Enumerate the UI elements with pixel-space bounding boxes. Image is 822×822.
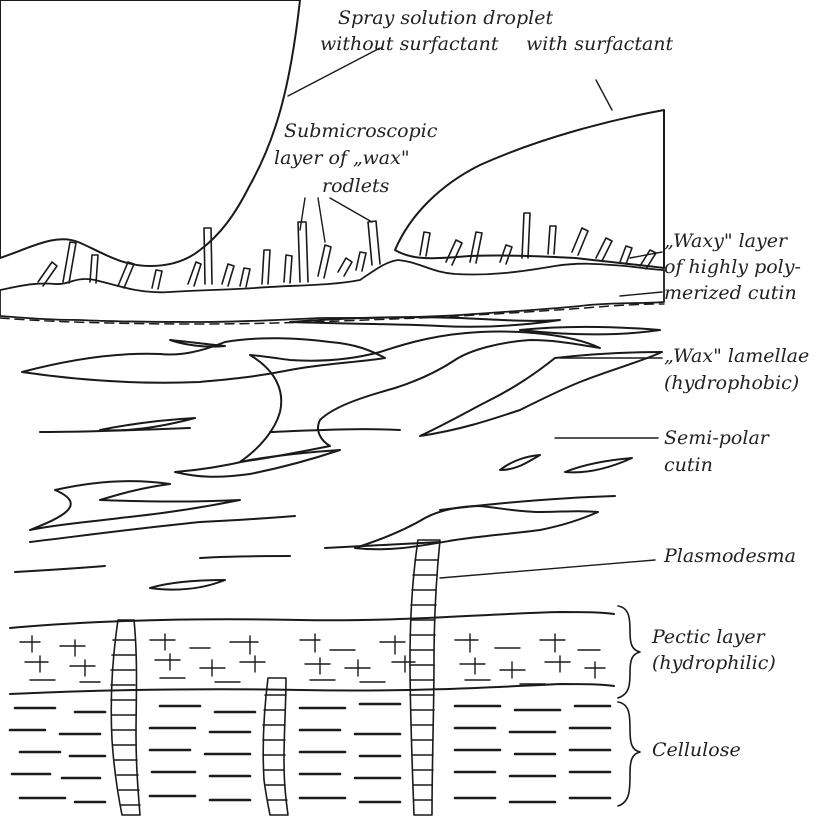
label-submicroscopic-1: Submicroscopic — [284, 120, 438, 142]
label-waxy-2: of highly poly- — [664, 256, 801, 278]
droplet-without-surfactant — [0, 0, 300, 266]
label-pectic-2: (hydrophilic) — [652, 652, 776, 674]
cellulose-brace — [618, 702, 640, 806]
label-lamellae-1: „Wax" lamellae — [664, 345, 809, 367]
waxy-cutin-layer — [0, 260, 664, 322]
label-semipolar-1: Semi-polar — [664, 427, 771, 449]
cellulose-layer — [10, 704, 610, 802]
label-waxy-1: „Waxy" layer — [664, 230, 789, 252]
label-submicroscopic-3: rodlets — [322, 175, 390, 197]
label-plasmodesma: Plasmodesma — [663, 545, 796, 567]
label-droplet-title: Spray solution droplet — [338, 7, 553, 29]
label-without-surfactant: without surfactant — [320, 33, 499, 55]
label-lamellae-2: (hydrophobic) — [664, 372, 799, 394]
label-cellulose: Cellulose — [652, 739, 741, 761]
label-with-surfactant: with surfactant — [526, 33, 674, 55]
label-submicroscopic-2: layer of „wax" — [274, 147, 410, 169]
pectic-brace — [618, 606, 640, 698]
wax-rodlets — [38, 213, 656, 289]
pectic-layer — [10, 612, 614, 694]
label-semipolar-2: cutin — [664, 454, 713, 476]
label-waxy-3: merized cutin — [664, 282, 797, 304]
label-pectic-1: Pectic layer — [651, 626, 767, 648]
